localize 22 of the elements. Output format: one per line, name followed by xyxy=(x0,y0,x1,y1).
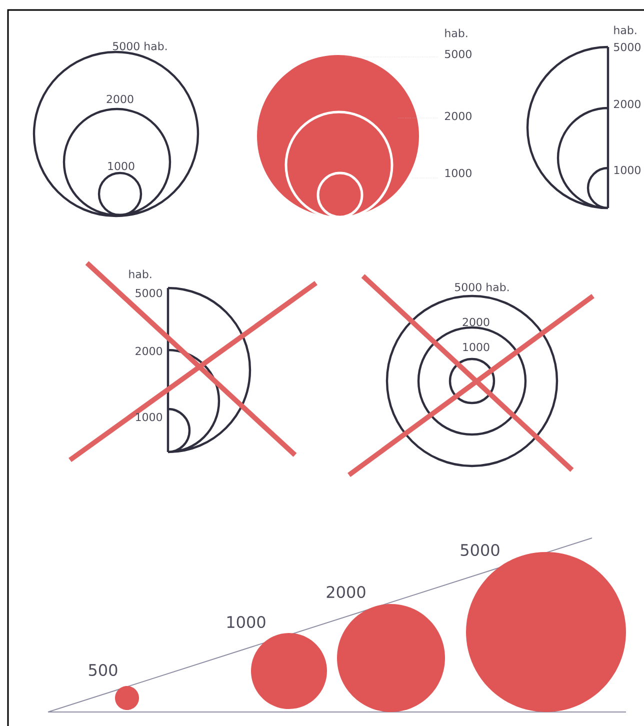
population-label: 5000 hab. xyxy=(455,282,509,292)
unit-label: hab. xyxy=(129,270,152,278)
population-label: 1000 xyxy=(463,342,490,352)
population-label: 1000 xyxy=(227,616,266,628)
population-label: 2000 xyxy=(106,94,134,104)
unit-label: hab. xyxy=(445,28,468,38)
population-label: 2000 xyxy=(445,112,472,120)
population-label: 5000 xyxy=(445,50,472,58)
population-label: 2000 xyxy=(462,318,490,326)
population-label: 1000 xyxy=(445,168,472,178)
population-label: 5000 xyxy=(136,288,162,298)
population-label: 2000 xyxy=(326,586,366,598)
population-label: 1000 xyxy=(136,412,162,422)
population-label: 5000 hab. xyxy=(113,42,167,50)
population-label: 2000 xyxy=(136,346,162,356)
population-label: 1000 xyxy=(614,166,640,174)
population-label: 5000 xyxy=(460,544,500,556)
population-label: 2000 xyxy=(614,100,640,108)
population-label: 500 xyxy=(88,664,118,676)
unit-label: hab. xyxy=(614,26,636,34)
population-label: 1000 xyxy=(108,162,134,170)
population-label: 5000 xyxy=(614,42,640,52)
